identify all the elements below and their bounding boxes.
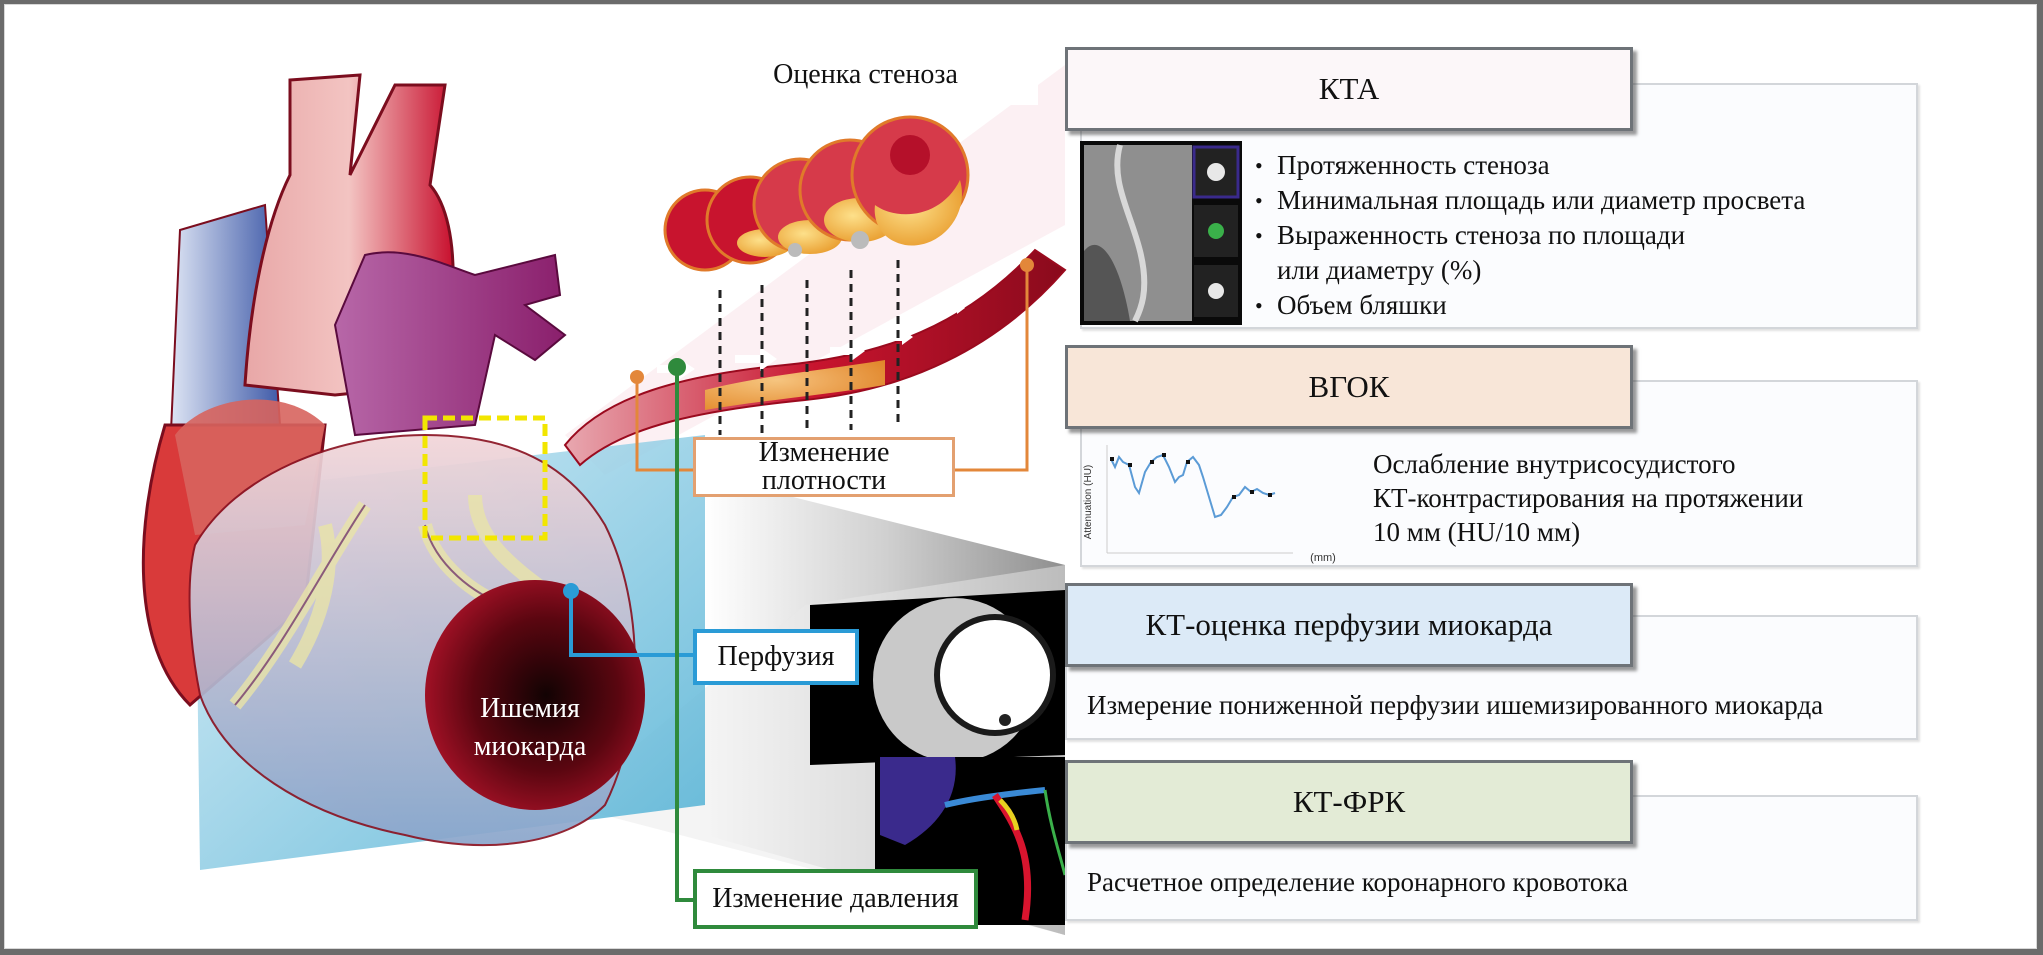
stenosis-assessment-label: Оценка стеноза	[693, 45, 1038, 105]
mini-chart-ylabel: Attenuation (HU)	[1083, 465, 1094, 539]
tag-header: ВГОК	[1065, 345, 1633, 429]
cross-sections	[663, 115, 970, 272]
ischemia-zone	[425, 580, 645, 810]
tag-description-line: КТ-контрастирования на протяжении	[1373, 483, 1804, 513]
cta-bullet: Объем бляшки	[1255, 288, 1805, 323]
ct-perfusion-title: КТ-оценка перфузии миокарда	[1145, 607, 1553, 642]
density-marker-dot	[630, 370, 644, 384]
ct-perfusion-header: КТ-оценка перфузии миокарда	[1065, 583, 1633, 667]
plaque	[705, 360, 885, 410]
tag-description-line: 10 мм (HU/10 мм)	[1373, 517, 1581, 547]
cta-title: КТА	[1318, 71, 1380, 106]
ct-ffr-header: КТ-ФРК	[1065, 760, 1633, 844]
mini-chart-line	[1110, 453, 1276, 519]
density-change-label: Изменение плотности	[693, 437, 955, 497]
cta-bullet-list: Протяженность стеноза Минимальная площад…	[1255, 148, 1805, 323]
cta-bullet-continuation: или диаметру (%)	[1277, 255, 1482, 285]
pressure-connector	[675, 367, 695, 902]
pressure-change-label: Изменение давления	[693, 869, 978, 929]
roi-box	[422, 415, 548, 541]
ct-perfusion-image	[810, 590, 1065, 765]
perfusion-connector	[569, 593, 695, 657]
perfusion-marker-dot	[563, 583, 579, 599]
cta-header: КТА	[1065, 47, 1633, 131]
ct-perfusion-description: Измерение пониженной перфузии ишемизиров…	[1087, 690, 1824, 720]
coronary-vessel	[563, 248, 1067, 467]
tag-description: Ослабление внутрисосудистого КТ-контраст…	[1373, 447, 1803, 549]
cta-bullet: Протяженность стеноза	[1255, 148, 1805, 183]
pulmonary-artery	[333, 251, 567, 437]
heart-illustration	[141, 65, 1067, 935]
perfusion-label: Перфузия	[693, 629, 859, 685]
cta-bullet: Минимальная площадь или диаметр просвета	[1255, 183, 1805, 218]
cta-bullet: Выраженность стеноза по площади	[1255, 218, 1805, 253]
tag-title: ВГОК	[1308, 369, 1390, 404]
density-marker-dot	[1020, 258, 1034, 272]
projection-lines	[718, 260, 900, 435]
ct-ffr-title: КТ-ФРК	[1292, 784, 1406, 819]
attenuation-mini-chart: Attenuation (HU) (mm)	[1083, 445, 1336, 564]
cta-thumbnail	[1080, 141, 1242, 325]
ischemia-label: Ишемия миокарда	[473, 693, 587, 762]
pressure-marker-dot	[668, 358, 686, 376]
tag-description-line: Ослабление внутрисосудистого	[1373, 449, 1736, 479]
mini-chart-xlabel: (mm)	[1310, 552, 1336, 564]
ct-ffr-description: Расчетное определение коронарного кровот…	[1087, 867, 1628, 897]
figure-frame: Оценка стеноза Изменение плотности Перфу…	[4, 4, 2037, 949]
